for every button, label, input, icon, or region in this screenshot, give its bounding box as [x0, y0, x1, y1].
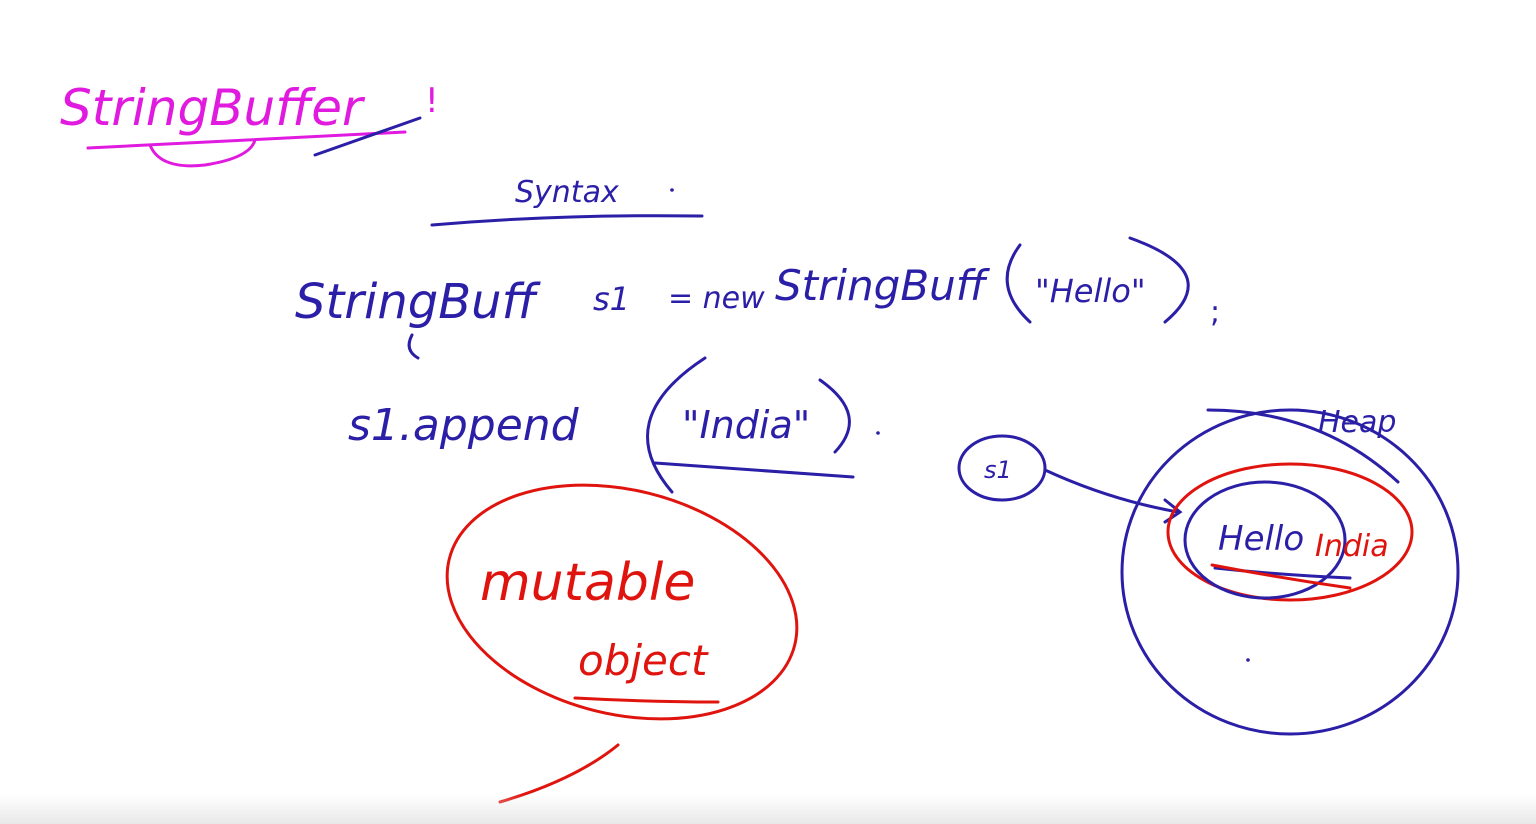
constructor-name: StringBuff — [775, 261, 991, 310]
append-close-paren — [818, 378, 851, 454]
object-outer-circle — [1166, 462, 1414, 602]
append-open-paren — [646, 356, 707, 494]
callout-circle — [445, 483, 799, 721]
assign-new: = new — [668, 281, 765, 316]
heap-circle — [1120, 408, 1460, 736]
heading-mark: ! — [425, 81, 439, 121]
syntax-underline — [430, 214, 704, 227]
reference-circle — [957, 434, 1047, 502]
syntax-dot — [670, 188, 674, 192]
heading-title: StringBuffer — [60, 79, 366, 137]
object-value-hello: Hello — [1218, 519, 1304, 559]
object-value-india: India — [1315, 529, 1389, 564]
close-paren — [1128, 236, 1190, 324]
heap-label: Heap — [1318, 405, 1396, 440]
callout-group: mutable object — [445, 483, 799, 804]
callout-underline — [573, 696, 720, 704]
bottom-fade — [0, 794, 1536, 824]
terminator: ; — [1210, 295, 1220, 330]
heading-swash — [148, 138, 257, 168]
callout-line2: object — [578, 636, 709, 685]
object-inner-circle — [1183, 480, 1347, 600]
declaration-type: StringBuff — [295, 274, 542, 330]
append-line: s1.append "India" — [348, 356, 880, 494]
heading-group: StringBuffer ! — [60, 79, 439, 168]
object-red-underline — [1210, 563, 1352, 590]
append-underline — [653, 461, 855, 479]
heap-stray-dot — [1246, 658, 1250, 662]
syntax-group: Syntax — [430, 175, 704, 227]
declaration-type-tail — [407, 333, 420, 360]
append-argument: "India" — [682, 403, 810, 447]
heading-underline — [86, 130, 407, 150]
declaration-var: s1 — [593, 280, 630, 318]
constructor-argument: "Hello" — [1035, 272, 1146, 310]
heap-top-stroke — [1206, 408, 1400, 484]
append-dot — [876, 431, 880, 435]
append-call: s1.append — [348, 400, 580, 451]
heap-diagram: Heap s1 Hello India — [957, 405, 1460, 736]
declaration-line: StringBuff s1 = new StringBuff "Hello" ; — [295, 236, 1220, 360]
reference-arrow — [1043, 468, 1180, 514]
heading-strike — [313, 116, 422, 157]
reference-label: s1 — [984, 456, 1012, 484]
syntax-label: Syntax — [515, 175, 619, 210]
callout-line1: mutable — [480, 553, 695, 613]
open-paren — [1005, 243, 1032, 324]
